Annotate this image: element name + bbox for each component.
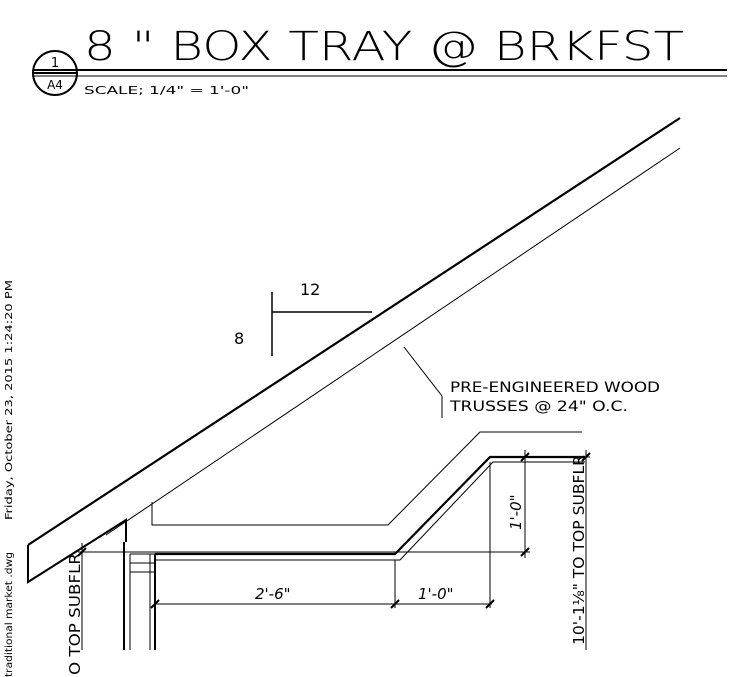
dim-height-left: O TOP SUBFLR — [66, 553, 84, 675]
exterior-wall — [123, 542, 156, 650]
sheet-number: A4 — [47, 78, 63, 92]
scale-note: SCALE; 1/4" = 1'-0" — [84, 84, 249, 97]
detail-number: 1 — [51, 56, 59, 71]
detail-title: 8 " BOX TRAY @ BRKFST — [84, 24, 684, 70]
slope-indicator: 12 8 — [234, 280, 372, 356]
slope-run: 12 — [300, 280, 320, 299]
plot-date-stamp: Friday, October 23, 2015 1:24:20 PM — [4, 280, 15, 520]
file-name-stamp: traditional market .dwg — [4, 552, 15, 677]
callout-line-2: TRUSSES @ 24" O.C. — [449, 399, 628, 415]
dim-slope-run: 1'-0" — [418, 585, 454, 603]
callout-line-1: PRE-ENGINEERED WOOD — [450, 380, 660, 396]
truss-callout: PRE-ENGINEERED WOOD TRUSSES @ 24" O.C. — [403, 346, 660, 418]
roof-rafter — [27, 117, 681, 584]
dim-tray-width: 2'-6" — [255, 585, 291, 603]
title-block: 1 A4 8 " BOX TRAY @ BRKFST SCALE; 1/4" =… — [32, 24, 727, 97]
truss-bottom-chord — [151, 431, 582, 526]
dim-tray-depth: 1'-0" — [507, 494, 525, 530]
dim-height-right: 10'-1⅛" TO TOP SUBFLR — [570, 455, 588, 645]
slope-rise: 8 — [234, 329, 244, 348]
dimension-lines — [77, 450, 591, 650]
